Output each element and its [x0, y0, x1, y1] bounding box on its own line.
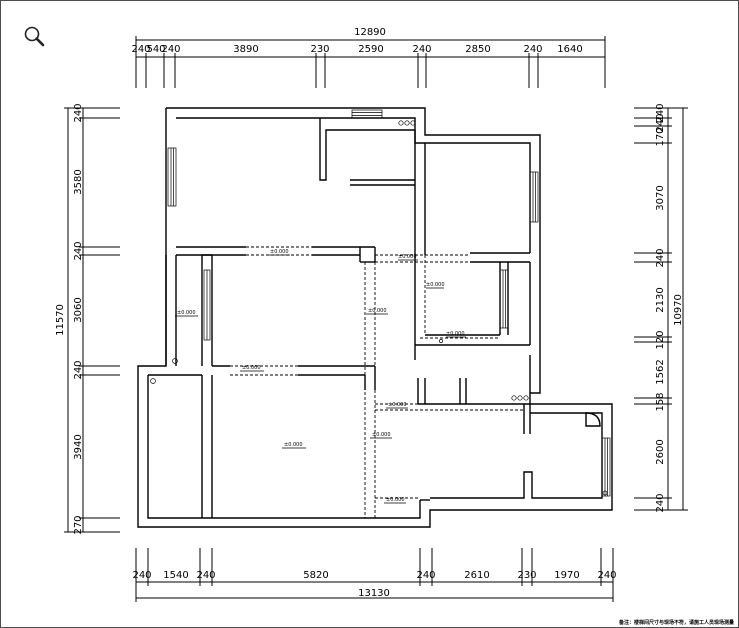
- dim-right-seg: 240: [655, 248, 666, 267]
- dim-left-seg: 240: [73, 241, 84, 260]
- dim-top-seg: 540: [146, 44, 165, 55]
- dim-right-seg: 120: [655, 330, 666, 349]
- dim-bottom-seg: 240: [416, 570, 435, 581]
- level-label: ±0.000: [398, 254, 417, 260]
- dim-right-seg: 3070: [655, 185, 666, 210]
- fixtures: [150, 120, 608, 496]
- dim-left-seg: 3060: [73, 297, 84, 322]
- level-label: ±0.000: [368, 308, 387, 314]
- level-label: ±0.000: [388, 402, 407, 408]
- left-dimensions: 240 3580 240 3060 240 3940 270 11570: [55, 103, 120, 535]
- level-label: ±0.000: [177, 310, 196, 316]
- dim-bottom-seg: 2610: [464, 570, 489, 581]
- windows: [167, 109, 611, 497]
- dim-right-seg: 240: [655, 103, 666, 122]
- dim-right-seg: 2600: [655, 439, 666, 464]
- dim-left-seg: 3940: [73, 434, 84, 459]
- dim-top-seg: 240: [412, 44, 431, 55]
- bottom-dimensions: 240 1540 240 5820 240 2610 230 1970 240 …: [132, 548, 617, 602]
- level-label: ±0.000: [270, 249, 289, 255]
- dim-right-seg: 2130: [655, 287, 666, 312]
- dim-bottom-seg: 5820: [303, 570, 328, 581]
- level-label: ±0.000: [284, 442, 303, 448]
- right-dimensions: 240 240 170 3070 240 2130 120 1562 158 2…: [634, 103, 688, 513]
- dim-right-seg: 240: [655, 493, 666, 512]
- dim-top-seg: 3890: [233, 44, 258, 55]
- dim-top-seg: 240: [161, 44, 180, 55]
- dim-right-seg: 240: [655, 113, 666, 132]
- dim-bottom-seg: 1970: [554, 570, 579, 581]
- level-label: ±0.000: [242, 365, 261, 371]
- magnifier-icon: [24, 26, 45, 47]
- level-label: ±0.000: [372, 432, 391, 438]
- dim-top-seg: 1640: [557, 44, 582, 55]
- level-label: ±0.000: [426, 282, 445, 288]
- level-label: ±0.000: [446, 331, 465, 337]
- zoom-button[interactable]: [22, 24, 48, 50]
- dim-left-seg: 240: [73, 360, 84, 379]
- dim-bottom-total: 13130: [358, 588, 390, 599]
- dim-bottom-seg: 240: [597, 570, 616, 581]
- dim-bottom-seg: 230: [517, 570, 536, 581]
- dim-bottom-seg: 240: [132, 570, 151, 581]
- dim-bottom-seg: 240: [196, 570, 215, 581]
- dim-left-seg: 270: [73, 515, 84, 534]
- footer-note: 备注：楼梯间尺寸与现场不符，请施工人员现场测量: [618, 619, 734, 626]
- dim-bottom-seg: 1540: [163, 570, 188, 581]
- dim-right-total: 10970: [673, 294, 684, 326]
- dim-right-seg: 158: [655, 392, 666, 411]
- dim-top-seg: 230: [310, 44, 329, 55]
- level-markers: ±0.000 ±0.000 ±0.000 ±0.000 ±0.000 ±0.00…: [175, 249, 466, 504]
- dim-top-seg: 240: [131, 44, 150, 55]
- dim-top-seg: 240: [523, 44, 542, 55]
- openings: [230, 246, 524, 518]
- dim-top-total: 12890: [354, 27, 386, 38]
- dim-left-total: 11570: [55, 304, 66, 336]
- level-label: ±0.000: [386, 497, 405, 503]
- dim-right-seg: 1562: [655, 359, 666, 384]
- top-dimensions: 12890 240 540 240 3890 230 2590 240 2850…: [131, 27, 606, 88]
- dim-left-seg: 3580: [73, 169, 84, 194]
- dim-right-seg: 170: [655, 127, 666, 146]
- dim-left-seg: 240: [73, 103, 84, 122]
- dim-top-seg: 2850: [465, 44, 490, 55]
- dim-top-seg: 2590: [358, 44, 383, 55]
